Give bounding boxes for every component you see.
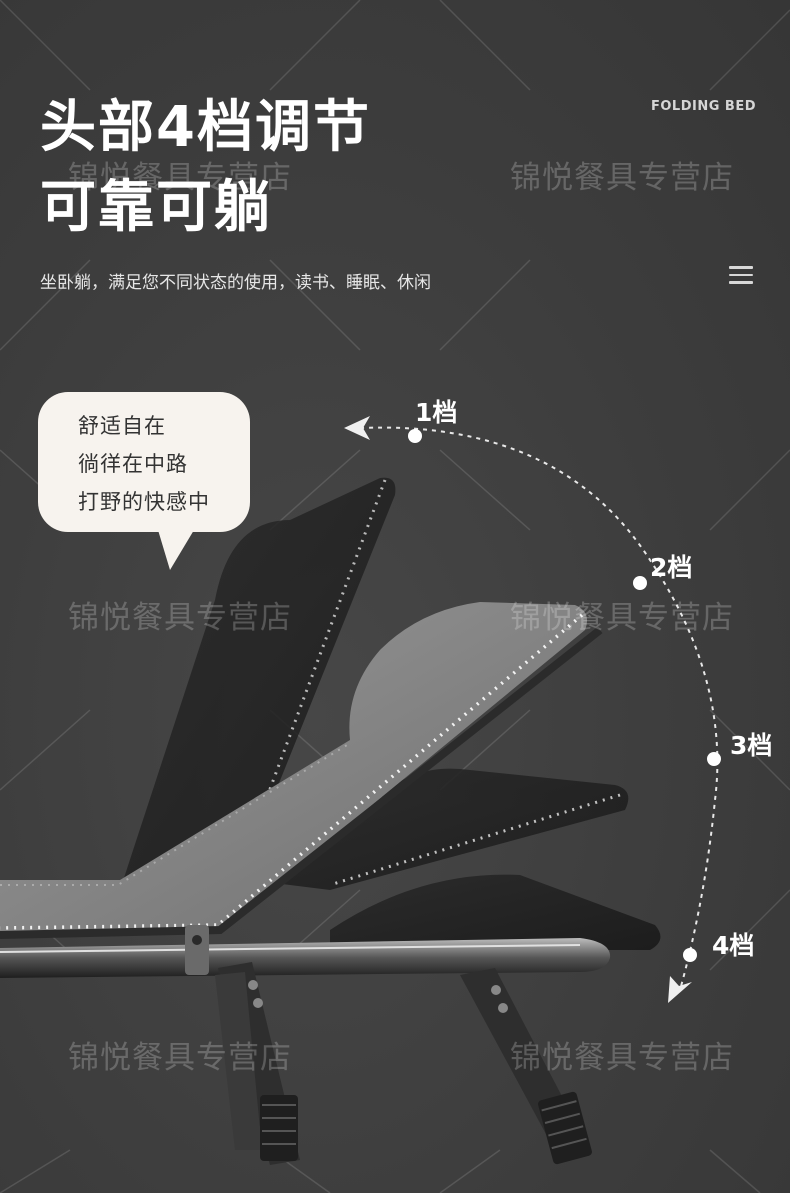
- gear-label-3: 3档: [730, 731, 773, 760]
- adjustment-arc: [359, 426, 719, 991]
- watermark: 锦悦餐具专营店: [510, 1040, 734, 1076]
- gear-marker-2: [633, 576, 647, 590]
- gear-label-2: 2档: [650, 553, 693, 582]
- gear-label-4: 4档: [712, 931, 755, 960]
- speech-bubble-tail: [155, 520, 200, 570]
- speech-bubble: [38, 392, 250, 532]
- watermark: 锦悦餐具专营店: [68, 1040, 292, 1076]
- mattress: [0, 602, 603, 939]
- watermark: 锦悦餐具专营店: [510, 160, 734, 196]
- arrow-head-bottom: [668, 976, 692, 1003]
- back-position-4-ghost: [330, 874, 661, 950]
- watermark: 锦悦餐具专营店: [510, 600, 734, 636]
- headline-line-2: 可靠可躺: [40, 175, 272, 240]
- front-legs: [215, 962, 300, 1165]
- arrow-head-top: [344, 416, 370, 440]
- brand-tag: FOLDING BED: [651, 99, 756, 114]
- headline-line-1: 头部4档调节: [40, 95, 371, 160]
- gear-label-1: 1档: [415, 398, 458, 427]
- bed-frame: [0, 925, 611, 978]
- watermark: 锦悦餐具专营店: [68, 160, 292, 196]
- back-position-3-ghost: [250, 768, 629, 890]
- gear-marker-4: [683, 948, 697, 962]
- bubble-line-1: 舒适自在: [78, 414, 166, 438]
- watermark: 锦悦餐具专营店: [68, 600, 292, 636]
- gear-marker-3: [707, 752, 721, 766]
- bubble-line-2: 徜徉在中路: [78, 452, 188, 476]
- menu-icon[interactable]: [729, 266, 753, 284]
- gear-marker-1: [408, 429, 422, 443]
- subtitle: 坐卧躺，满足您不同状态的使用，读书、睡眠、休闲: [40, 273, 431, 293]
- bubble-line-3: 打野的快感中: [78, 490, 210, 514]
- rear-legs: [460, 968, 592, 1165]
